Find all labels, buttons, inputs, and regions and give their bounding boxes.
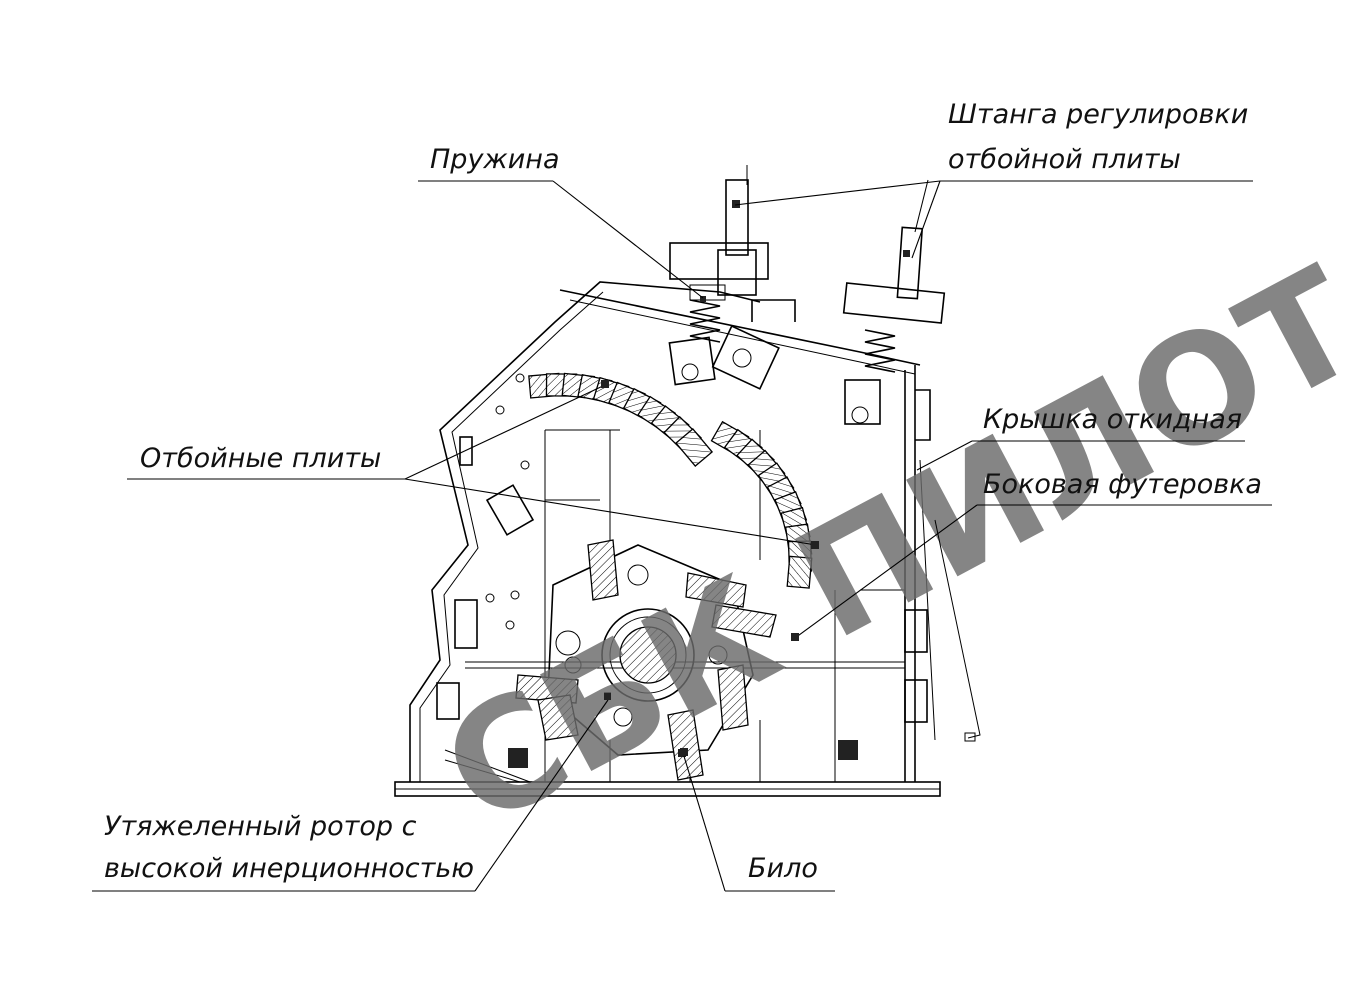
- hinge-bracket: [711, 299, 931, 441]
- adjusting-rod-right: [842, 179, 946, 324]
- watermark: СБК ПИЛОТ: [417, 236, 1366, 861]
- label-rotor-line1: Утяжеленный ротор с: [104, 811, 417, 842]
- label-hammer: Било: [748, 853, 818, 884]
- spring-right: [844, 329, 896, 425]
- label-cover: Крышка откидная: [983, 404, 1242, 435]
- label-rod-line1: Штанга регулировки: [948, 99, 1248, 130]
- label-impact-plates: Отбойные плиты: [140, 443, 381, 474]
- adjusting-rod-left: [669, 165, 769, 296]
- impact-plates-drawing: [528, 372, 813, 589]
- crusher-housing: [394, 281, 941, 797]
- leader-lines: [92, 180, 1272, 892]
- label-side-lining: Боковая футеровка: [983, 469, 1262, 500]
- rotor-drawing: [515, 539, 777, 781]
- label-rotor-line2: высокой инерционностью: [104, 853, 474, 884]
- label-spring: Пружина: [430, 144, 560, 175]
- impact-plate-block: [675, 428, 714, 467]
- impact-plate-block: [786, 555, 813, 589]
- labels: Штанга регулировки отбойной плиты Пружин…: [104, 99, 1262, 884]
- label-rod-line2: отбойной плиты: [948, 144, 1181, 175]
- spring-left: [668, 284, 726, 386]
